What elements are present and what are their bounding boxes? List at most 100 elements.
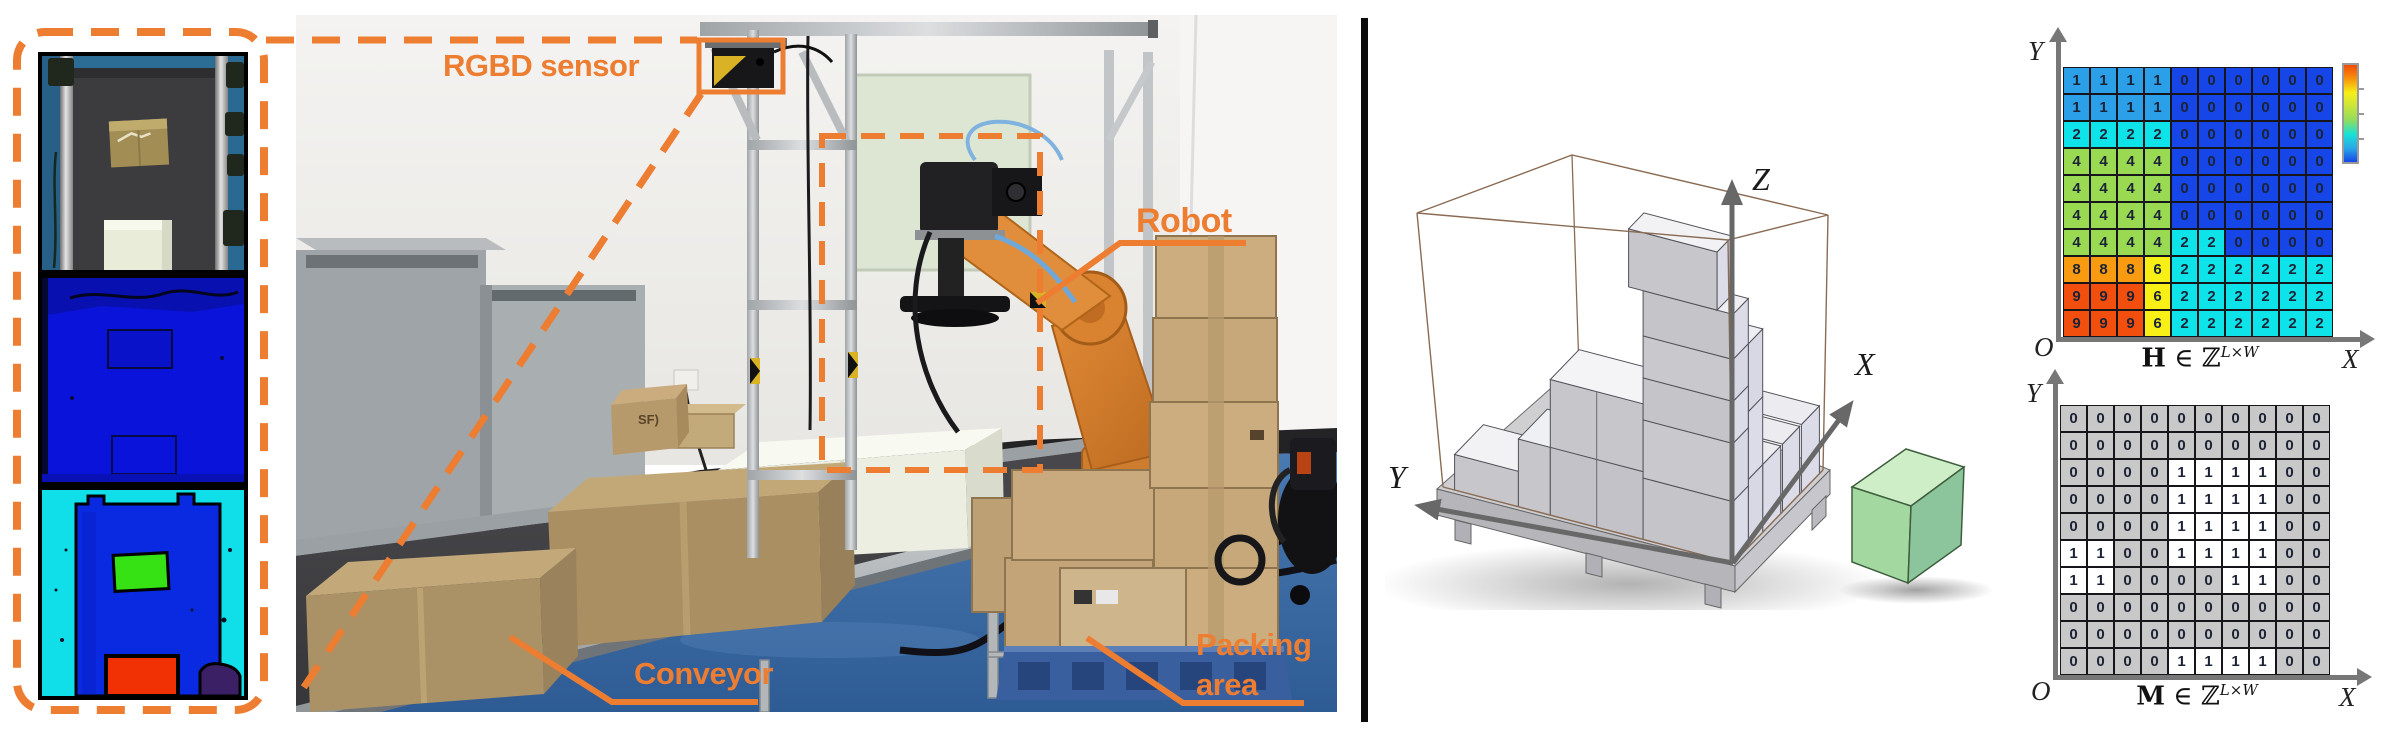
- h-cell: 2: [2171, 283, 2198, 310]
- m-cell: 0: [2303, 540, 2330, 567]
- m-cell: 0: [2222, 621, 2249, 648]
- m-cell: 0: [2303, 567, 2330, 594]
- h-cell: 2: [2225, 256, 2252, 283]
- m-superscript: L×W: [2219, 681, 2258, 699]
- h-cell: 2: [2306, 256, 2333, 283]
- m-cell: 0: [2141, 459, 2168, 486]
- h-cell: 4: [2063, 202, 2090, 229]
- h-cell: 0: [2171, 121, 2198, 148]
- h-cell: 0: [2198, 202, 2225, 229]
- h-cell: 0: [2225, 94, 2252, 121]
- m-cell: 0: [2303, 486, 2330, 513]
- h-cell: 2: [2252, 256, 2279, 283]
- h-cell: 2: [2171, 310, 2198, 337]
- h-cell: 1: [2144, 94, 2171, 121]
- box-segment-red: [104, 654, 180, 696]
- m-cell: 0: [2141, 567, 2168, 594]
- cardboard-box-top: [108, 118, 170, 168]
- h-cell: 2: [2198, 256, 2225, 283]
- m-cell: 0: [2222, 432, 2249, 459]
- m-cell: 1: [2222, 648, 2249, 675]
- sensor-highlight-box: [696, 37, 786, 95]
- h-cell: 0: [2171, 67, 2198, 94]
- m-cell: 0: [2141, 513, 2168, 540]
- m-cell: 0: [2060, 594, 2087, 621]
- h-cell: 2: [2171, 229, 2198, 256]
- h-cell: 4: [2090, 175, 2117, 202]
- m-matrix-caption: M ∈ ℤL×W: [2087, 681, 2307, 712]
- m-cell: 1: [2222, 540, 2249, 567]
- m-cell: 0: [2060, 513, 2087, 540]
- h-cell: 1: [2090, 67, 2117, 94]
- h-cell: 0: [2279, 175, 2306, 202]
- m-cell: 1: [2168, 513, 2195, 540]
- height-colorbar: [2342, 63, 2359, 164]
- h-cell: 2: [2306, 310, 2333, 337]
- m-cell: 0: [2276, 432, 2303, 459]
- m-cell: 0: [2114, 594, 2141, 621]
- h-cell: 6: [2144, 310, 2171, 337]
- h-cell: 0: [2252, 175, 2279, 202]
- h-cell: 9: [2117, 283, 2144, 310]
- h-cell: 0: [2171, 202, 2198, 229]
- m-cell: 0: [2195, 405, 2222, 432]
- h-cell: 0: [2279, 202, 2306, 229]
- m-cell: 1: [2195, 540, 2222, 567]
- m-cell: 0: [2249, 621, 2276, 648]
- element-of-symbol: ∈: [2174, 343, 2194, 374]
- m-cell: 0: [2303, 513, 2330, 540]
- h-x-label: X: [2342, 344, 2359, 374]
- m-cell: 0: [2141, 540, 2168, 567]
- h-cell: 0: [2225, 229, 2252, 256]
- h-cell: 0: [2171, 175, 2198, 202]
- h-cell: 2: [2198, 229, 2225, 256]
- h-cell: 0: [2252, 202, 2279, 229]
- h-cell: 0: [2198, 94, 2225, 121]
- h-cell: 0: [2279, 229, 2306, 256]
- colorbar-tick: [2359, 88, 2364, 90]
- m-cell: 0: [2060, 459, 2087, 486]
- h-cell: 4: [2117, 175, 2144, 202]
- h-cell: 4: [2063, 148, 2090, 175]
- white-box-top: [104, 220, 172, 270]
- h-cell: 0: [2279, 94, 2306, 121]
- h-cell: 0: [2225, 148, 2252, 175]
- m-cell: 0: [2276, 594, 2303, 621]
- m-cell: 0: [2114, 405, 2141, 432]
- m-y-label: Y: [2026, 378, 2042, 408]
- x-axis-label: X: [1853, 346, 1876, 382]
- h-cell: 0: [2198, 67, 2225, 94]
- bin-axes: [1414, 179, 1854, 566]
- h-cell: 6: [2144, 256, 2171, 283]
- bin-3d-diagram: Z X Y: [1385, 154, 1994, 610]
- m-cell: 0: [2222, 405, 2249, 432]
- m-cell: 0: [2276, 459, 2303, 486]
- h-cell: 0: [2225, 121, 2252, 148]
- divider: [1361, 18, 1368, 722]
- h-cell: 0: [2198, 148, 2225, 175]
- h-cell: 2: [2306, 283, 2333, 310]
- m-cell: 1: [2195, 486, 2222, 513]
- m-cell: 0: [2195, 621, 2222, 648]
- h-cell: 0: [2306, 229, 2333, 256]
- packing-callout-line: [1085, 635, 1304, 706]
- h-cell: 1: [2063, 94, 2090, 121]
- hazard-tape: [750, 352, 858, 384]
- h-cell: 8: [2090, 256, 2117, 283]
- h-cell: 8: [2117, 256, 2144, 283]
- h-cell: 0: [2171, 94, 2198, 121]
- shipping-labels: [1074, 430, 1264, 604]
- h-cell: 0: [2279, 148, 2306, 175]
- m-cell: 0: [2141, 405, 2168, 432]
- robot-dashed-box: [819, 133, 1043, 473]
- h-x-axis-arrowhead: [2360, 330, 2375, 348]
- h-cell: 2: [2279, 256, 2306, 283]
- m-cell: 0: [2087, 513, 2114, 540]
- m-cell: 0: [2114, 540, 2141, 567]
- h-cell: 2: [2117, 121, 2144, 148]
- m-cell: 0: [2087, 648, 2114, 675]
- h-cell: 4: [2144, 148, 2171, 175]
- m-cell: 0: [2087, 432, 2114, 459]
- h-cell: 9: [2063, 283, 2090, 310]
